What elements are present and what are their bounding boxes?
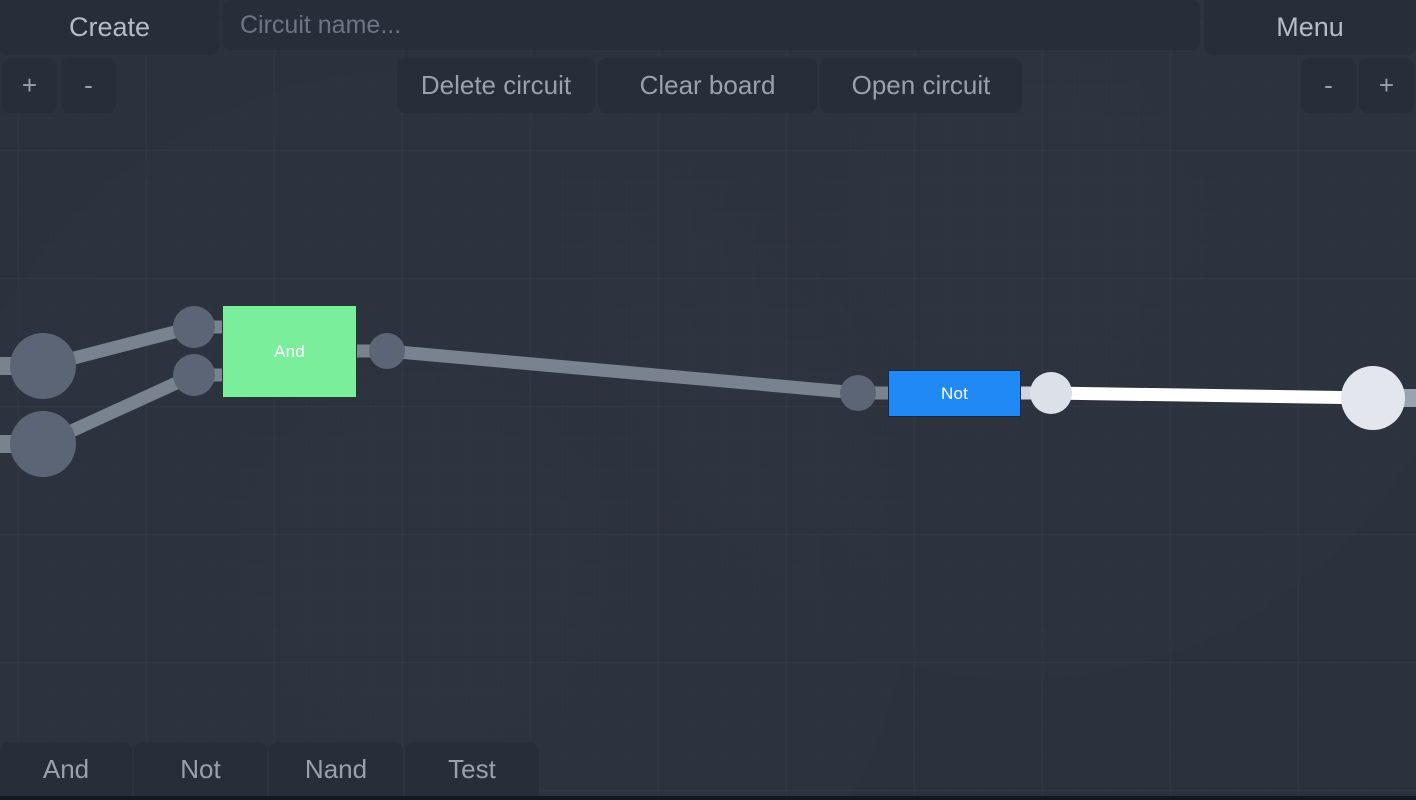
input-node-b[interactable]	[10, 411, 76, 477]
scale-up-button[interactable]: +	[1359, 58, 1414, 113]
clear-board-button[interactable]: Clear board	[598, 58, 817, 113]
zoom-out-button[interactable]: -	[61, 58, 116, 113]
gate-palette-bar: And Not Nand Test	[0, 742, 539, 796]
gate-not[interactable]: Not	[888, 370, 1021, 417]
and-input-top[interactable]	[173, 306, 215, 348]
gate-label: Not	[940, 383, 969, 403]
menu-button[interactable]: Menu	[1204, 0, 1416, 55]
palette-item-and[interactable]: And	[0, 742, 132, 796]
scale-controls-right: - +	[1301, 58, 1414, 113]
and-output[interactable]	[369, 333, 405, 369]
create-button[interactable]: Create	[0, 0, 219, 55]
delete-circuit-button[interactable]: Delete circuit	[397, 58, 595, 113]
input-node-a[interactable]	[10, 333, 76, 399]
scale-down-button[interactable]: -	[1301, 58, 1356, 113]
palette-item-test[interactable]: Test	[405, 742, 539, 796]
circuit-name-input[interactable]	[223, 0, 1200, 50]
gate-label: And	[274, 341, 305, 361]
output-node[interactable]	[1341, 366, 1405, 430]
zoom-controls-left: + -	[2, 58, 116, 113]
open-circuit-button[interactable]: Open circuit	[820, 58, 1022, 113]
zoom-in-button[interactable]: +	[2, 58, 57, 113]
not-input[interactable]	[840, 375, 876, 411]
palette-item-nand[interactable]: Nand	[269, 742, 403, 796]
and-input-bottom[interactable]	[173, 354, 215, 396]
palette-item-not[interactable]: Not	[134, 742, 267, 796]
board-actions: Delete circuit Clear board Open circuit	[397, 58, 1022, 113]
not-output[interactable]	[1030, 372, 1072, 414]
toolbar-row-secondary: + - Delete circuit Clear board Open circ…	[0, 58, 1416, 113]
toolbar-row-primary: Create Menu	[0, 0, 1416, 55]
window-bottom-strip	[0, 796, 1416, 800]
gate-and[interactable]: And	[222, 305, 357, 398]
